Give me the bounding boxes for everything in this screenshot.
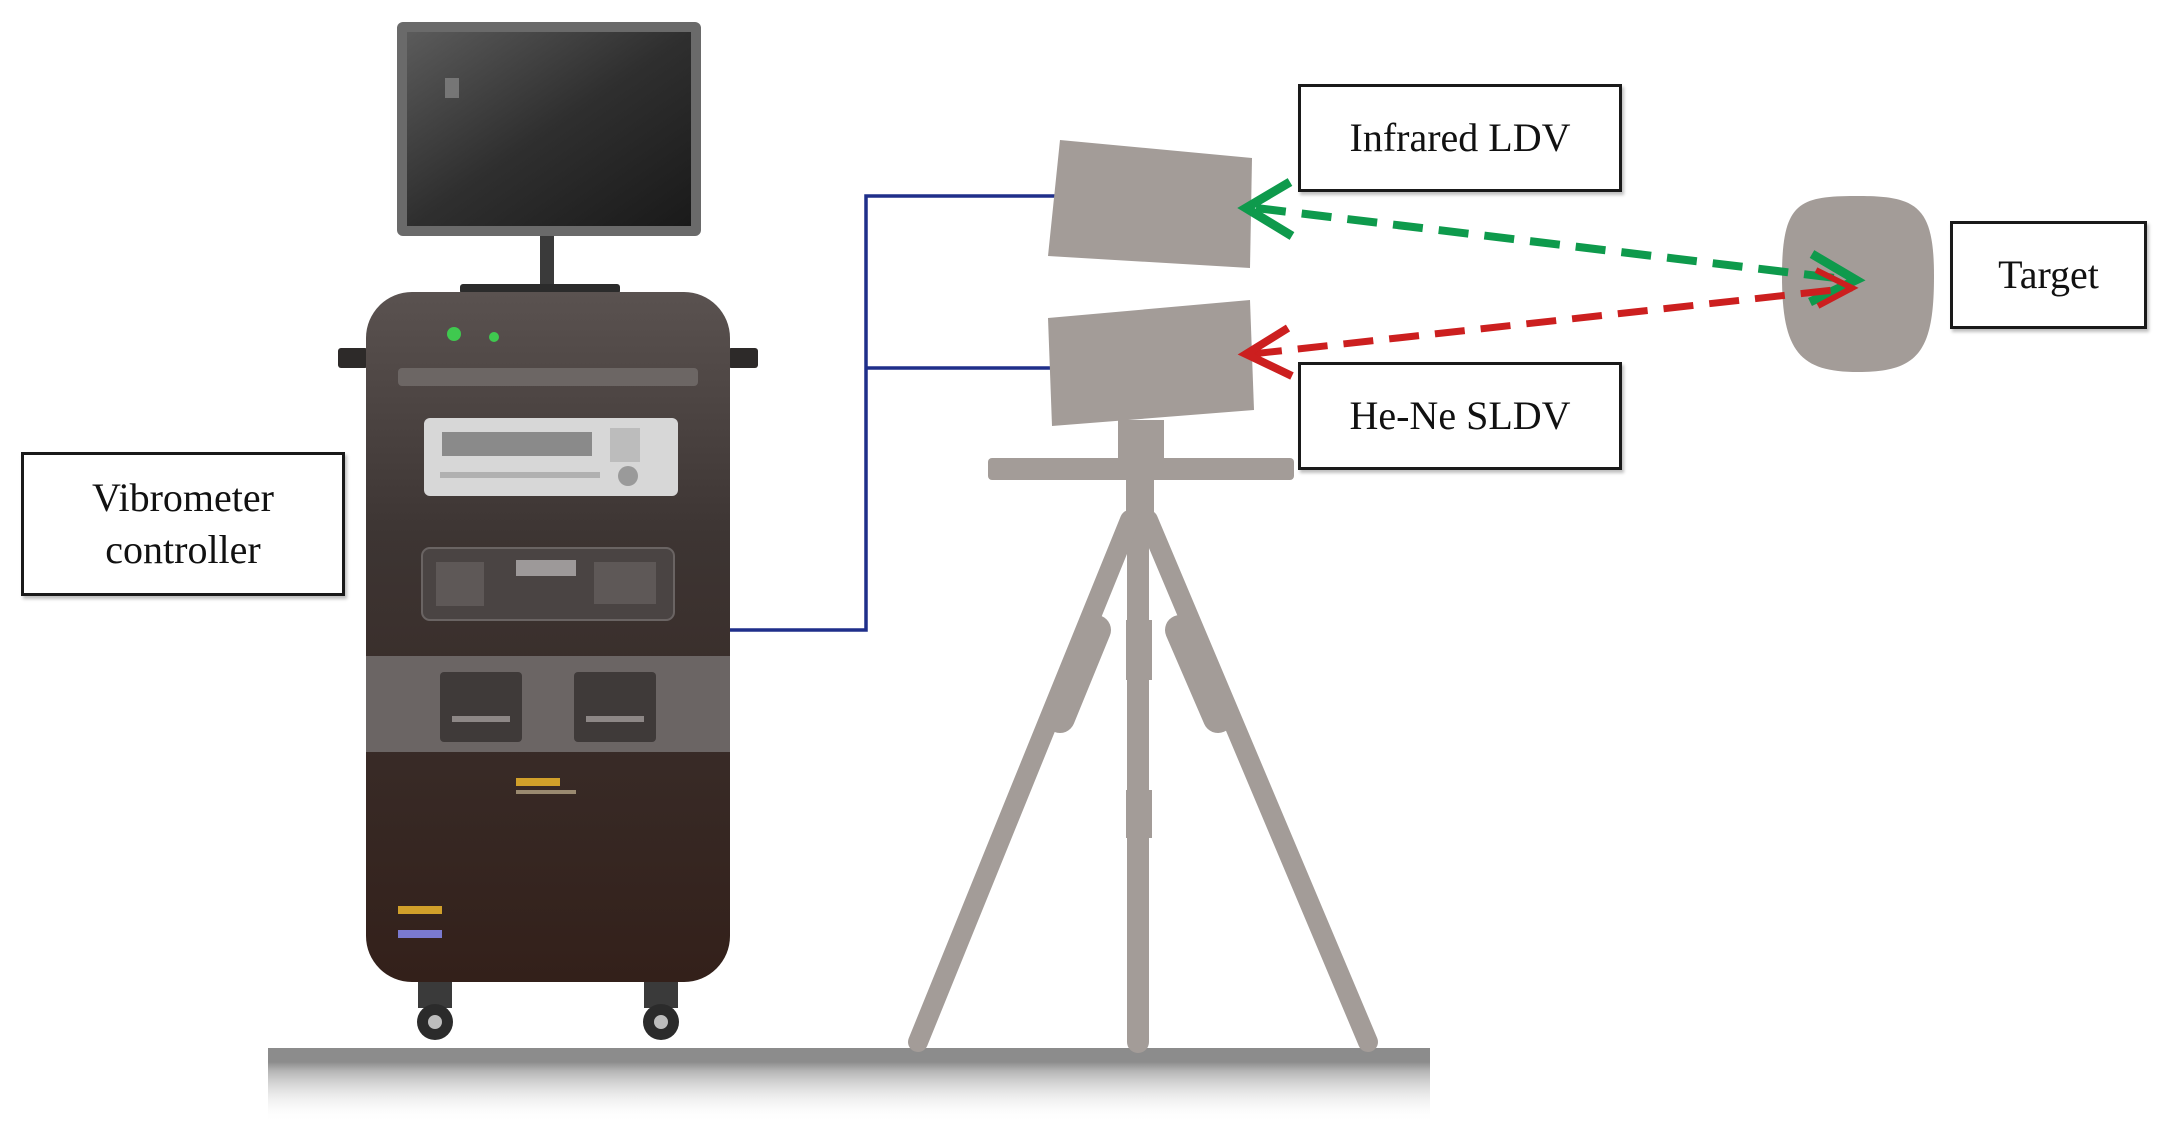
vibrometer-controller-icon [338,22,758,1040]
monitor-icon [397,22,701,294]
vibrometer-controller-label-line2: controller [105,527,261,572]
hene-sldv-label: He-Ne SLDV [1298,362,1622,470]
infrared-ldv-label: Infrared LDV [1298,84,1622,192]
tripod-icon [908,420,1378,1053]
hene-sldv-head [1048,300,1254,426]
vibrometer-controller-label: Vibrometer controller [21,452,345,596]
floor [268,1048,1430,1122]
target-label: Target [1950,221,2147,329]
infrared-ldv-label-text: Infrared LDV [1349,115,1571,160]
infrared-ldv-head [1048,140,1252,268]
infrared-beam [1237,178,1866,307]
hene-sldv-label-text: He-Ne SLDV [1349,393,1571,438]
vibrometer-controller-label-line1: Vibrometer [92,475,274,520]
hene-beam [1237,267,1859,380]
signal-cable [730,194,1056,632]
target-label-text: Target [1998,252,2099,297]
